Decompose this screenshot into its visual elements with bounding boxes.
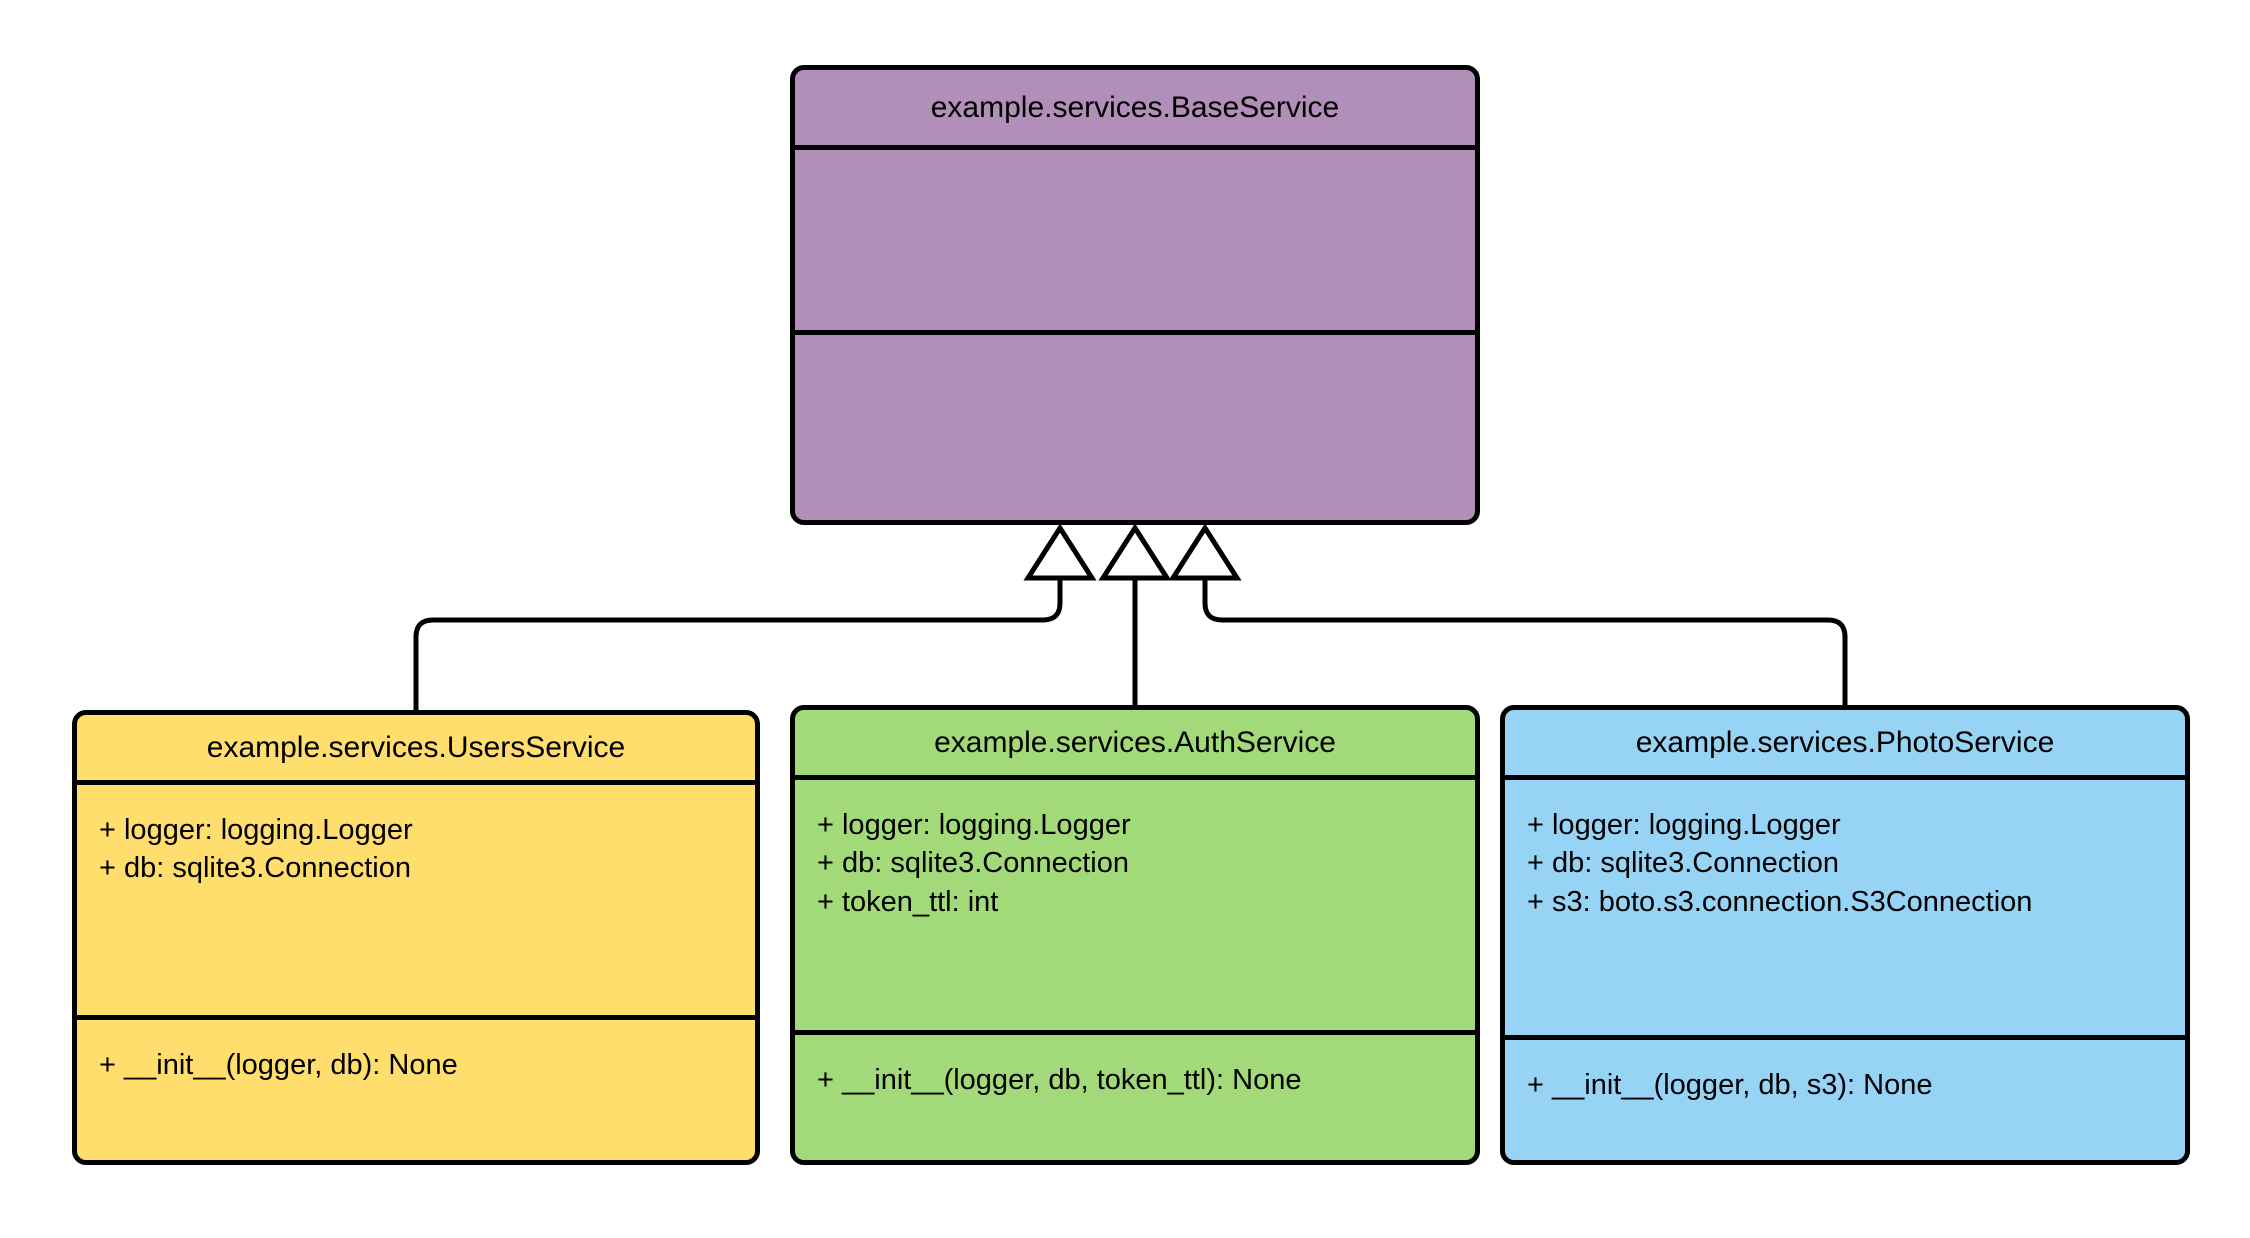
- class-name-auth-service: example.services.AuthService: [934, 726, 1336, 759]
- class-header-base-service: example.services.BaseService: [795, 70, 1475, 150]
- attributes-compartment-base-service: [795, 150, 1475, 335]
- attribute-row: + token_ttl: int: [817, 885, 999, 918]
- attribute-row: + db: sqlite3.Connection: [817, 847, 1129, 880]
- attribute-row: + db: sqlite3.Connection: [99, 852, 411, 885]
- class-box-auth-service[interactable]: example.services.AuthService + logger: l…: [790, 705, 1480, 1165]
- class-header-users-service: example.services.UsersService: [77, 715, 755, 785]
- operation-row: + __init__(logger, db, token_ttl): None: [817, 1064, 1302, 1096]
- attribute-row: + logger: logging.Logger: [817, 809, 1131, 841]
- inheritance-arrowhead-photo: [1168, 523, 1242, 581]
- class-header-photo-service: example.services.PhotoService: [1505, 710, 2185, 780]
- class-box-users-service[interactable]: example.services.UsersService + logger: …: [72, 710, 760, 1165]
- class-name-base-service: example.services.BaseService: [930, 91, 1340, 124]
- class-header-auth-service: example.services.AuthService: [795, 710, 1475, 780]
- inheritance-arrowhead-auth: [1098, 523, 1172, 581]
- attributes-compartment-users-service: + logger: logging.Logger + db: sqlite3.C…: [77, 785, 755, 1020]
- operation-row: + __init__(logger, db): None: [99, 1049, 458, 1081]
- attributes-compartment-auth-service: + logger: logging.Logger + db: sqlite3.C…: [795, 780, 1475, 1035]
- class-box-photo-service[interactable]: example.services.PhotoService + logger: …: [1500, 705, 2190, 1165]
- class-name-photo-service: example.services.PhotoService: [1635, 726, 2055, 759]
- operations-compartment-base-service: [795, 335, 1475, 520]
- operations-compartment-users-service: + __init__(logger, db): None: [77, 1020, 755, 1160]
- operation-row: + __init__(logger, db, s3): None: [1527, 1069, 1933, 1101]
- attribute-row: + s3: boto.s3.connection.S3Connection: [1527, 885, 2033, 918]
- attribute-row: + db: sqlite3.Connection: [1527, 847, 1839, 880]
- edge-users-to-base: [413, 553, 1063, 710]
- operations-compartment-photo-service: + __init__(logger, db, s3): None: [1505, 1040, 2185, 1160]
- class-box-base-service[interactable]: example.services.BaseService: [790, 65, 1480, 525]
- edge-photo-to-base: [1202, 553, 1848, 705]
- class-name-users-service: example.services.UsersService: [206, 731, 626, 764]
- attribute-row: + logger: logging.Logger: [1527, 809, 1841, 841]
- inheritance-arrowhead-users: [1023, 523, 1097, 581]
- operations-compartment-auth-service: + __init__(logger, db, token_ttl): None: [795, 1035, 1475, 1160]
- attribute-row: + logger: logging.Logger: [99, 814, 413, 846]
- attributes-compartment-photo-service: + logger: logging.Logger + db: sqlite3.C…: [1505, 780, 2185, 1040]
